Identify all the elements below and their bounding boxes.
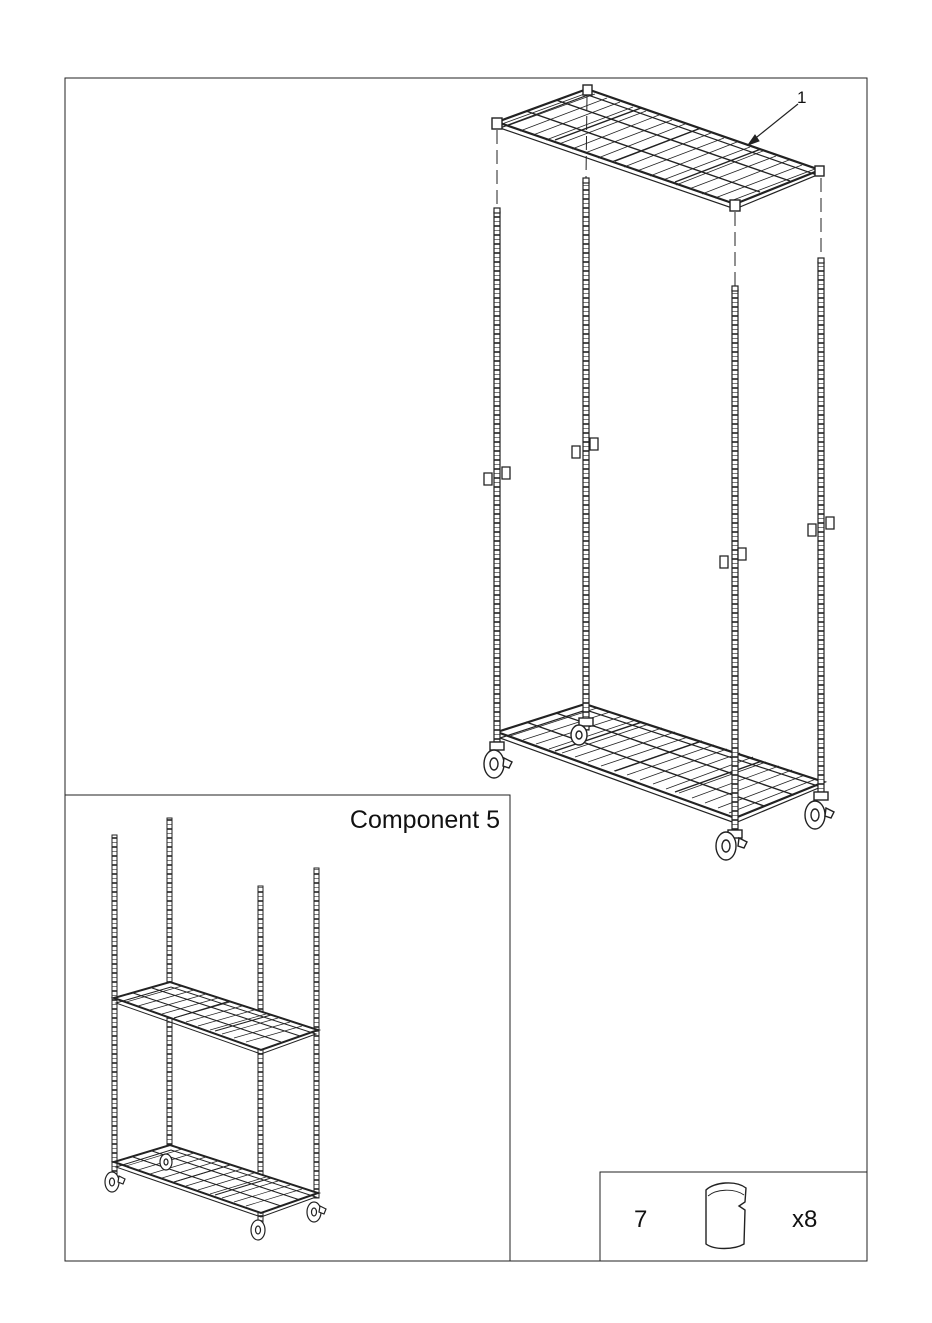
main-assembly: [484, 85, 834, 860]
post-back-right: [818, 262, 824, 792]
outer-frame: [65, 78, 867, 1261]
callout-leader: [748, 104, 798, 145]
page-frames: [65, 78, 867, 1261]
caster-back-right: [805, 792, 834, 829]
post-back-left: [583, 182, 589, 730]
post-front-right: [732, 290, 738, 830]
part-quantity: x8: [792, 1206, 817, 1234]
caster-front-right: [716, 830, 747, 860]
part-number: 7: [634, 1206, 647, 1234]
caster-front-left: [484, 742, 512, 778]
callout-number: 1: [797, 88, 806, 108]
inset-bottom-shelf: [114, 1145, 318, 1217]
top-shelf: [492, 85, 824, 211]
inset-middle-shelf: [114, 982, 318, 1054]
inset-label: Component 5: [340, 806, 500, 835]
bottom-shelf: [497, 704, 824, 823]
post-front-left: [494, 212, 500, 742]
sleeve-clip-icon: [706, 1183, 746, 1249]
sleeve-clips: [484, 438, 834, 568]
inset-component-drawing: [105, 818, 326, 1240]
